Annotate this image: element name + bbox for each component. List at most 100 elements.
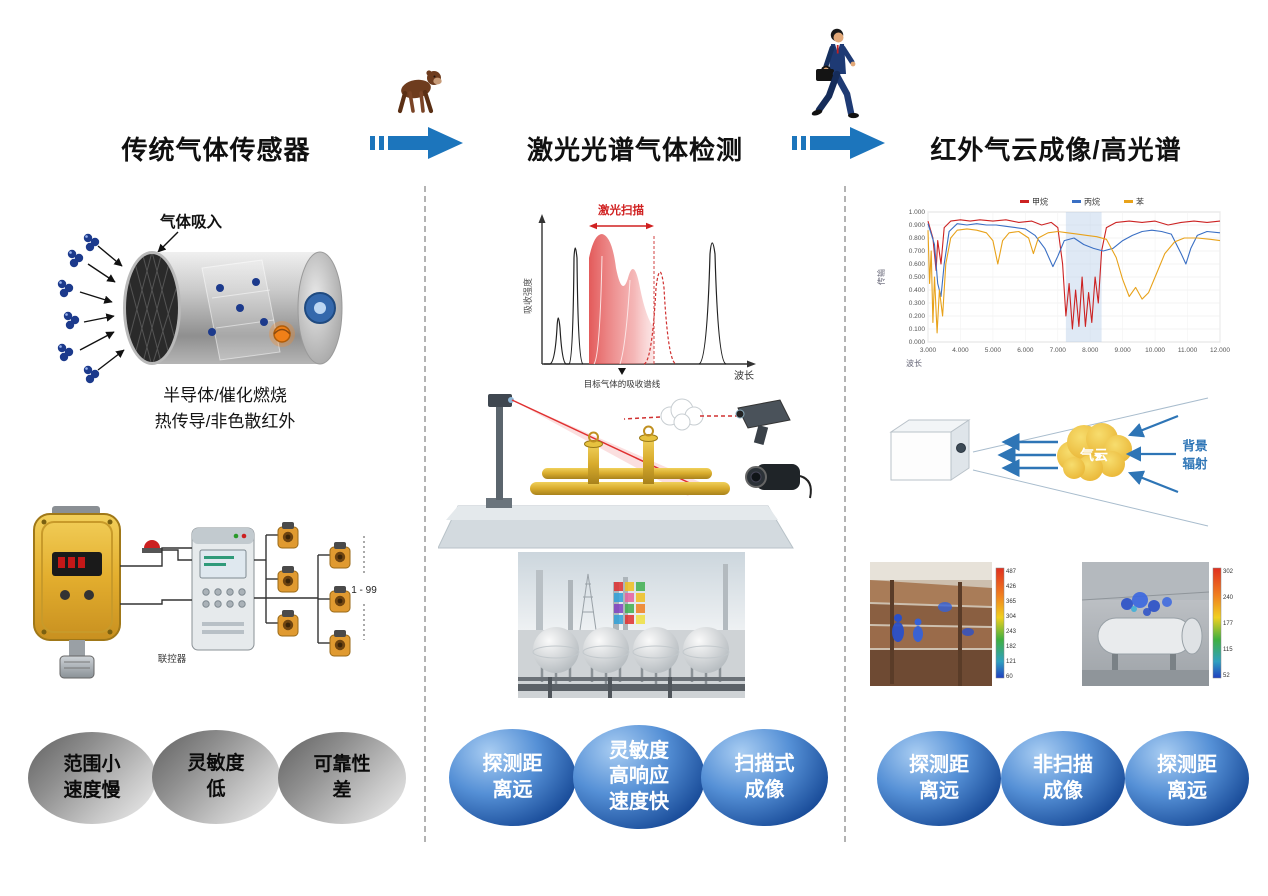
alarm-controller <box>191 527 255 651</box>
svg-text:7.000: 7.000 <box>1050 347 1067 354</box>
advantage-bubble-sensitivity: 灵敏度 高响应 速度快 <box>573 725 705 829</box>
scale-tick: 182 <box>1006 644 1017 650</box>
caption-line: 热传导/非色散红外 <box>154 412 296 432</box>
thermal-image-tank: 302 240 177 115 52 <box>1082 562 1234 686</box>
intake-arrows <box>79 245 125 371</box>
advantage-bubble-distance-2: 探测距 离远 <box>877 731 1001 826</box>
svg-text:4.000: 4.000 <box>952 347 969 354</box>
bubble-line: 差 <box>332 780 352 801</box>
svg-text:0.800: 0.800 <box>909 235 926 242</box>
intake-label: 气体吸入 <box>159 212 223 231</box>
bubble-line: 速度慢 <box>63 780 121 801</box>
bubble-line: 探测距 <box>1157 753 1217 776</box>
wiring-lines <box>120 534 330 644</box>
thermal-image-pipes: 487 426 365 304 243 182 121 60 <box>870 562 1017 686</box>
bubble-line: 高响应 <box>609 765 669 788</box>
bubble-line: 灵敏度 <box>187 753 245 775</box>
advantage-bubble-nonscanning: 非扫描 成像 <box>1001 731 1125 826</box>
monkey-walking-icon <box>397 70 442 114</box>
emission-arrows <box>997 432 1058 478</box>
imaging-camera <box>745 464 812 499</box>
evolution-arrow-1-icon <box>370 127 463 159</box>
svg-text:10.000: 10.000 <box>1145 347 1165 354</box>
bubble-line: 低 <box>206 779 226 800</box>
background-radiation-arrows <box>1125 414 1179 494</box>
temperature-scale-bar <box>995 567 1005 679</box>
svg-text:6.000: 6.000 <box>1017 347 1034 354</box>
column-divider <box>844 186 846 842</box>
gas-cloud-imaging-diagram: 气云 背景 辐射 <box>889 397 1209 527</box>
scale-tick: 60 <box>1006 674 1013 680</box>
gas-detection-system-diagram: 联控器 1 - 99 <box>33 506 377 679</box>
scale-tick: 302 <box>1223 569 1234 575</box>
bubble-line: 灵敏度 <box>609 739 669 762</box>
bubble-line: 可靠性 <box>313 754 371 776</box>
absorption-spectrum-chart: 吸收强度 波长 激光扫描 目标气体的吸收谱线 <box>522 203 756 389</box>
advantage-bubble-distance-3: 探测距 离远 <box>1125 731 1249 826</box>
gas-pipes <box>530 425 730 495</box>
scale-tick: 177 <box>1223 621 1234 627</box>
limitation-bubble-range: 范围小 速度慢 <box>28 732 156 824</box>
infrared-imager-box <box>889 419 971 481</box>
scale-tick: 115 <box>1223 647 1233 653</box>
alarm-beacon <box>142 540 162 553</box>
limitation-bubble-reliability: 可靠性 差 <box>278 732 406 824</box>
bubble-line: 离远 <box>919 779 959 802</box>
svg-text:9.000: 9.000 <box>1115 347 1132 354</box>
bubble-line: 范围小 <box>63 754 121 776</box>
svg-text:0.600: 0.600 <box>909 261 926 268</box>
gas-detector-device <box>33 506 121 679</box>
remote-sensors <box>277 521 351 657</box>
scale-tick: 52 <box>1223 673 1230 679</box>
svg-text:5.000: 5.000 <box>985 347 1002 354</box>
gas-cloud-label: 气云 <box>1079 447 1108 463</box>
scale-tick: 121 <box>1006 659 1017 665</box>
svg-text:12.000: 12.000 <box>1210 347 1230 354</box>
bubble-line: 扫描式 <box>734 752 795 775</box>
svg-text:0.900: 0.900 <box>909 222 926 229</box>
thermal-highlights <box>892 602 974 642</box>
scale-tick: 304 <box>1006 614 1017 620</box>
target-gas-annotation: 目标气体的吸收谱线 <box>584 379 661 389</box>
controller-label: 联控器 <box>158 653 187 665</box>
svg-text:传输: 传输 <box>876 269 886 285</box>
svg-text:1.000: 1.000 <box>909 209 926 216</box>
gas-visualization-overlay <box>614 582 645 624</box>
bubble-line: 离远 <box>1167 779 1207 802</box>
svg-text:甲烷: 甲烷 <box>1032 197 1048 207</box>
svg-text:3.000: 3.000 <box>920 347 937 354</box>
traditional-sensor-illustration: 气体吸入 <box>57 212 343 384</box>
bubble-line: 探测距 <box>909 753 969 776</box>
spectrum-xlabel: 波长 <box>734 369 754 382</box>
scale-tick: 243 <box>1006 629 1017 635</box>
limitation-bubble-sensitivity: 灵敏度 低 <box>152 730 280 824</box>
svg-text:8.000: 8.000 <box>1082 347 1099 354</box>
gas-puff <box>660 398 704 431</box>
bubble-line: 探测距 <box>482 752 543 775</box>
bubble-line: 速度快 <box>609 790 669 813</box>
svg-text:11.000: 11.000 <box>1178 347 1198 354</box>
svg-text:0.000: 0.000 <box>909 339 926 346</box>
bubble-line: 成像 <box>1043 779 1083 802</box>
stage3-title: 红外气云成像/高光谱 <box>930 135 1182 165</box>
caption-line: 半导体/催化燃烧 <box>163 386 287 405</box>
transmission-spectrum-chart: 0.0000.1000.2000.3000.4000.5000.6000.700… <box>876 197 1230 369</box>
svg-text:苯: 苯 <box>1136 197 1144 207</box>
laser-scan-label: 激光扫描 <box>598 203 644 217</box>
svg-text:0.400: 0.400 <box>909 287 926 294</box>
laser-detection-scene <box>438 394 812 549</box>
evolution-arrow-2-icon <box>792 127 885 159</box>
gas-cloud <box>1057 423 1132 481</box>
advantage-bubble-distance: 探测距 离远 <box>449 729 576 826</box>
handheld-detector <box>735 399 791 445</box>
advantage-bubble-scanning: 扫描式 成像 <box>701 729 828 826</box>
bubble-line: 非扫描 <box>1033 753 1093 776</box>
laser-mast <box>486 394 514 508</box>
svg-text:波长: 波长 <box>906 358 922 368</box>
laser-scan-band <box>589 234 654 364</box>
refinery-photo <box>518 552 745 698</box>
businessman-walking-icon <box>811 28 859 119</box>
svg-text:0.100: 0.100 <box>909 326 926 333</box>
background-radiation-label: 背景 <box>1182 438 1208 453</box>
